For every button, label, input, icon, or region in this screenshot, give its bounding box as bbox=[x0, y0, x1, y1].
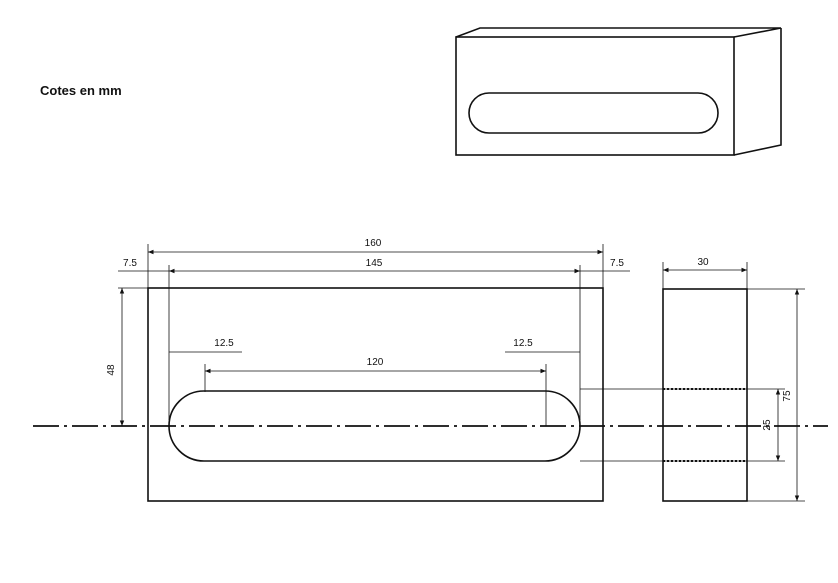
dim-145-label: 145 bbox=[366, 258, 383, 269]
dim-12-5-left-label: 12.5 bbox=[214, 338, 234, 349]
side-view bbox=[662, 288, 748, 502]
dim-25-label: 25 bbox=[762, 419, 773, 431]
dimension-labels: 160 145 7.5 7.5 12.5 12.5 120 48 30 25 7… bbox=[106, 238, 793, 431]
dim-12-5-right-label: 12.5 bbox=[513, 338, 533, 349]
units-note: Cotes en mm bbox=[40, 83, 122, 98]
front-view bbox=[147, 287, 604, 502]
dim-7-5-left-label: 7.5 bbox=[123, 258, 137, 269]
dim-30-label: 30 bbox=[697, 257, 709, 268]
dim-75-label: 75 bbox=[782, 390, 793, 402]
iso-front-face bbox=[455, 36, 735, 156]
side-outline bbox=[662, 288, 748, 502]
extension-lines bbox=[118, 244, 805, 502]
iso-top-face bbox=[455, 27, 782, 38]
dim-48-label: 48 bbox=[106, 364, 117, 376]
dimension-lines bbox=[118, 249, 800, 501]
dim-160-label: 160 bbox=[365, 238, 382, 249]
isometric-view bbox=[455, 27, 782, 156]
dim-7-5-right-label: 7.5 bbox=[610, 258, 624, 269]
dim-120-label: 120 bbox=[367, 357, 384, 368]
iso-side-face bbox=[733, 28, 782, 156]
iso-slot bbox=[468, 92, 719, 134]
front-outline bbox=[147, 287, 604, 502]
